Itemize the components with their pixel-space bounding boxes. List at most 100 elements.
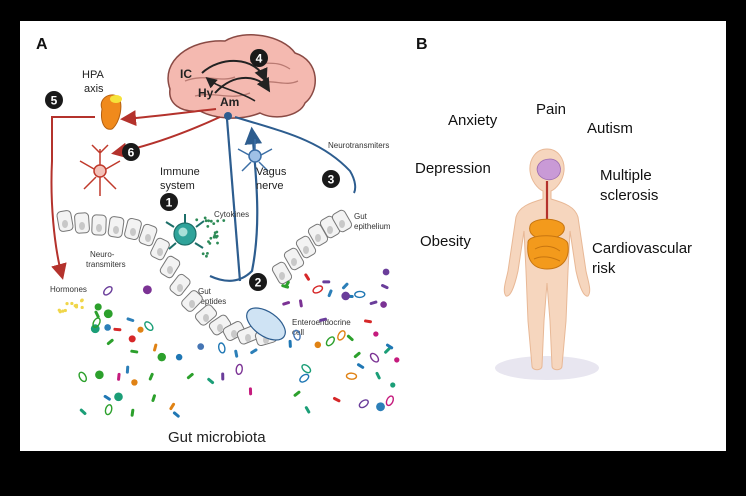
badge-6: 6 bbox=[122, 143, 140, 161]
bacterium bbox=[289, 340, 292, 348]
condition-obesity: Obesity bbox=[420, 233, 471, 250]
hpa-label-line2: axis bbox=[84, 83, 104, 95]
bacterium bbox=[346, 373, 356, 380]
cytokine-dot bbox=[206, 252, 209, 255]
cytokine-dot bbox=[216, 220, 219, 223]
gut-microbiota-label: Gut microbiota bbox=[168, 429, 266, 446]
condition-depression: Depression bbox=[415, 160, 491, 177]
bacterium bbox=[95, 371, 104, 380]
bacterium bbox=[126, 366, 130, 374]
cytokine-dot bbox=[216, 242, 219, 245]
bacterium bbox=[218, 342, 226, 353]
gut-epithelium-label-line1: Gut bbox=[354, 212, 368, 221]
svg-text:1: 1 bbox=[166, 196, 173, 210]
bacterium bbox=[130, 349, 138, 353]
bacterium bbox=[94, 310, 100, 319]
cytokine-dot bbox=[209, 237, 212, 240]
cytokine-dot bbox=[207, 219, 210, 222]
bacterium bbox=[322, 280, 330, 283]
bacterium bbox=[158, 353, 166, 361]
bacterium bbox=[106, 338, 114, 345]
cytokine-dot bbox=[204, 217, 207, 220]
bacterium bbox=[282, 301, 291, 306]
badge-1: 1 bbox=[160, 193, 178, 211]
bacterium bbox=[381, 284, 390, 290]
gut-epithelium-label-line2: epithelium bbox=[354, 222, 391, 231]
bacterium bbox=[104, 324, 111, 331]
bacterium bbox=[151, 394, 156, 403]
epithelial-cell bbox=[56, 210, 73, 232]
condition-multiple-sclerosis-line2: sclerosis bbox=[600, 187, 658, 204]
bacterium bbox=[336, 330, 346, 342]
bacterium bbox=[169, 402, 176, 410]
svg-text:5: 5 bbox=[51, 94, 58, 108]
badge-4: 4 bbox=[250, 49, 268, 67]
hpa-to-hormones-arrow bbox=[51, 117, 95, 276]
condition-anxiety: Anxiety bbox=[448, 112, 498, 129]
hormone-dot bbox=[64, 309, 67, 312]
cytokine-dot bbox=[207, 240, 210, 243]
bacterium bbox=[186, 372, 194, 379]
badge-5: 5 bbox=[45, 91, 63, 109]
epithelial-cell bbox=[74, 213, 89, 234]
hpa-label-line1: HPA bbox=[82, 69, 104, 81]
bacterium bbox=[341, 292, 350, 301]
bacterium bbox=[92, 317, 102, 329]
hormone-dot bbox=[58, 309, 61, 312]
svg-text:6: 6 bbox=[128, 146, 135, 160]
bacterium bbox=[143, 320, 154, 331]
bacterium bbox=[114, 393, 123, 402]
cytokine-dot bbox=[205, 219, 208, 222]
cytokine-dot bbox=[202, 252, 205, 255]
bacterium bbox=[137, 327, 143, 333]
bacterium bbox=[353, 351, 361, 358]
cytokine-dot bbox=[216, 235, 219, 238]
bacterium bbox=[390, 382, 395, 387]
epithelial-cell bbox=[92, 215, 107, 235]
cytokine-dot bbox=[214, 231, 217, 234]
brain-label-hy: Hy bbox=[198, 86, 214, 100]
bacterium bbox=[104, 404, 112, 415]
panel-a-label: A bbox=[36, 36, 48, 53]
bacterium bbox=[293, 390, 301, 397]
bacterium bbox=[104, 309, 113, 318]
bacterium bbox=[383, 269, 390, 276]
bacterium bbox=[385, 395, 395, 407]
condition-multiple-sclerosis-line1: Multiple bbox=[600, 167, 652, 184]
brain-label-am: Am bbox=[220, 95, 239, 109]
hormone-particles bbox=[58, 298, 84, 313]
bacterium bbox=[312, 285, 324, 295]
badge-2: 2 bbox=[249, 273, 267, 291]
bacterium bbox=[376, 402, 385, 411]
immune-cell-icon bbox=[166, 214, 204, 249]
cytokine-dot bbox=[210, 220, 213, 223]
bacterium bbox=[249, 387, 252, 395]
brain-to-hpa-arrow bbox=[124, 109, 216, 119]
bacterium bbox=[325, 336, 336, 348]
bacterium bbox=[113, 328, 121, 332]
bacterium bbox=[153, 343, 158, 352]
bacterium bbox=[355, 291, 365, 297]
bacterium bbox=[380, 301, 387, 308]
hormone-dot bbox=[81, 306, 84, 309]
hormones-label: Hormones bbox=[50, 285, 87, 294]
bacterium bbox=[143, 285, 152, 294]
bacterium bbox=[102, 285, 113, 296]
bacterium bbox=[327, 289, 333, 298]
bacterium bbox=[356, 363, 364, 370]
condition-cardiovascular-line2: risk bbox=[592, 260, 616, 277]
hormone-dot bbox=[75, 305, 78, 308]
condition-cardiovascular-line1: Cardiovascular bbox=[592, 240, 692, 257]
condition-autism: Autism bbox=[587, 120, 633, 137]
bacterium bbox=[369, 352, 380, 363]
hormone-dot bbox=[80, 299, 83, 302]
svg-text:2: 2 bbox=[255, 276, 262, 290]
bacterium bbox=[315, 342, 322, 349]
bacterium bbox=[304, 273, 311, 281]
vagus-descending-path bbox=[227, 119, 240, 281]
bacterium bbox=[129, 335, 136, 342]
bacterium bbox=[131, 379, 137, 385]
hormone-dot bbox=[65, 302, 68, 305]
bacterium bbox=[95, 303, 102, 310]
bacterium bbox=[234, 350, 238, 358]
